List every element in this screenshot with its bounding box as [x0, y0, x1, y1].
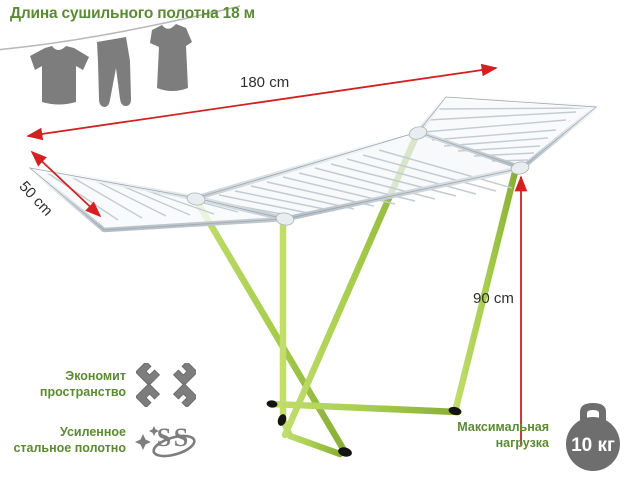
svg-text:S: S — [157, 423, 171, 452]
feature-space-saving: Экономит пространство — [18, 363, 203, 407]
sparkle-small-icon — [149, 426, 159, 436]
dimension-label-length: 180 cm — [240, 74, 290, 91]
feature-max-load: Максимальная нагрузка 10 кг — [437, 398, 632, 474]
svg-text:S: S — [174, 423, 188, 452]
width-arrow-50 — [30, 150, 102, 218]
length-arrow-180 — [26, 63, 498, 141]
drying-rack-illustration — [26, 63, 599, 458]
feature-reinforced-steel-label: Усиленное стальное полотно — [13, 425, 126, 455]
kettlebell-icon: 10 кг — [566, 403, 620, 471]
feature-max-load-label: Максимальная нагрузка — [457, 420, 549, 450]
dimension-arrows — [26, 63, 528, 445]
rack-feet — [266, 400, 462, 457]
feature-reinforced-steel: Усиленное стальное полотно S S — [8, 418, 208, 464]
page-title: Длина сушильного полотна 18 м — [10, 5, 255, 22]
dimension-label-height: 90 cm — [473, 290, 514, 307]
compress-arrows-icon — [136, 363, 196, 407]
kettlebell-weight-value: 10 кг — [571, 435, 615, 456]
sparkle-icon — [135, 434, 151, 450]
stainless-steel-icon: S S — [135, 423, 196, 458]
feature-space-saving-label: Экономит пространство — [39, 369, 126, 399]
clothesline — [0, 5, 240, 51]
